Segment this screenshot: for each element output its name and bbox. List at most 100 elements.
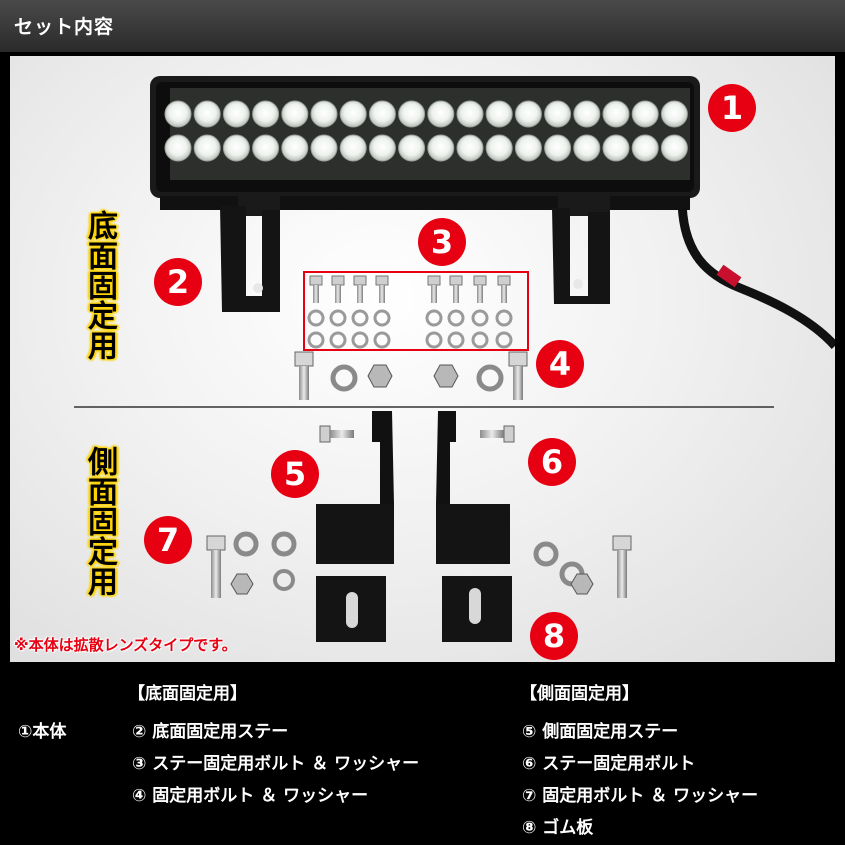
legend-bottom-item: ③ ステー固定用ボルト ＆ ワッシャー [132, 754, 420, 774]
bolt-shaft [513, 366, 523, 400]
legend-side-item: ⑦ 固定用ボルト ＆ ワッシャー [522, 786, 759, 806]
led-lens [339, 100, 367, 128]
hex-nut [230, 573, 254, 595]
led-lens [164, 134, 192, 162]
callout-circle [144, 516, 192, 564]
legend-side-header: 【側面固定用】 [520, 684, 639, 704]
bolt-shaft [431, 285, 437, 303]
bolt-head [508, 351, 528, 367]
hardware-highlight-box [303, 271, 529, 351]
bolt-head [449, 275, 463, 286]
bolt-head [294, 351, 314, 367]
bolt-head [353, 275, 367, 286]
side-mount-label: 側面固定用 [82, 446, 117, 596]
callout-circle [154, 258, 202, 306]
callout-number: 7 [157, 521, 179, 559]
led-lens [368, 100, 396, 128]
diffuser-lens-note: ※本体は拡散レンズタイプです。 [14, 636, 237, 654]
callout-number: 4 [549, 345, 571, 383]
led-lens [485, 100, 513, 128]
led-lens [193, 100, 221, 128]
washer [271, 531, 297, 557]
callout-circle [528, 438, 576, 486]
led-lens [660, 134, 688, 162]
bolt-shaft [617, 550, 627, 598]
led-lens [514, 134, 542, 162]
side-bracket-left [316, 411, 394, 564]
bottom-bracket-left [220, 194, 280, 312]
bolt-shaft [330, 430, 354, 438]
led-lens [368, 134, 396, 162]
header-bar: セット内容 [0, 0, 845, 52]
bolt-shaft [501, 285, 507, 303]
washer [329, 331, 347, 349]
led-lens [281, 134, 309, 162]
washer [351, 331, 369, 349]
led-lens [544, 134, 572, 162]
led-lens [456, 134, 484, 162]
side-bracket-right [436, 411, 510, 564]
bolt-shaft [357, 285, 363, 303]
washer [471, 331, 489, 349]
callout-badge-3: 3 [418, 218, 466, 266]
rubber-pad-right [442, 576, 512, 642]
callout-circle [530, 612, 578, 660]
bolt-shaft [313, 285, 319, 303]
led-lens [310, 100, 338, 128]
legend-bottom-item: ④ 固定用ボルト ＆ ワッシャー [132, 786, 369, 806]
legend-side-item: ⑧ ゴム板 [522, 818, 594, 838]
led-lens [573, 100, 601, 128]
washer [447, 309, 465, 327]
bottom-mount-label: 底面固定用 [82, 210, 117, 360]
led-lens [222, 100, 250, 128]
bolt-head [497, 275, 511, 286]
led-lens [544, 100, 572, 128]
callout-circle [708, 84, 756, 132]
washer [447, 331, 465, 349]
washer [495, 331, 513, 349]
hex-nut [570, 573, 594, 595]
led-lens [281, 100, 309, 128]
washer [330, 364, 358, 392]
bolt-head [309, 275, 323, 286]
led-lens [398, 134, 426, 162]
led-lens [514, 100, 542, 128]
callout-badge-1: 1 [708, 84, 756, 132]
callout-circle [271, 450, 319, 498]
bolt-head [331, 275, 345, 286]
led-lens [456, 100, 484, 128]
washer [307, 331, 325, 349]
washer [373, 309, 391, 327]
bolt-shaft [477, 285, 483, 303]
bolt-shaft [379, 285, 385, 303]
bolt-head [319, 425, 331, 443]
led-lens [602, 100, 630, 128]
bottom-mount-label-text: 底面固定用 [82, 210, 117, 360]
bolt-shaft [453, 285, 459, 303]
washer [425, 331, 443, 349]
callout-circle [418, 218, 466, 266]
washer [373, 331, 391, 349]
led-lens [427, 100, 455, 128]
bolt-head [612, 535, 632, 551]
bolt-head [427, 275, 441, 286]
washer [471, 309, 489, 327]
callout-badge-5: 5 [271, 450, 319, 498]
led-lens [602, 134, 630, 162]
legend-bottom-item: ② 底面固定用ステー [132, 722, 289, 742]
bolt-head [473, 275, 487, 286]
hex-nut [433, 364, 459, 388]
bolt-head [375, 275, 389, 286]
callout-badge-4: 4 [536, 340, 584, 388]
washer [425, 309, 443, 327]
callout-number: 5 [284, 455, 306, 493]
cable-tag [716, 264, 742, 288]
callout-number: 2 [167, 263, 189, 301]
led-lens [631, 134, 659, 162]
led-lens [310, 134, 338, 162]
legend-side-item: ⑥ ステー固定用ボルト [522, 754, 696, 774]
bolt-shaft [480, 430, 504, 438]
washer [495, 309, 513, 327]
